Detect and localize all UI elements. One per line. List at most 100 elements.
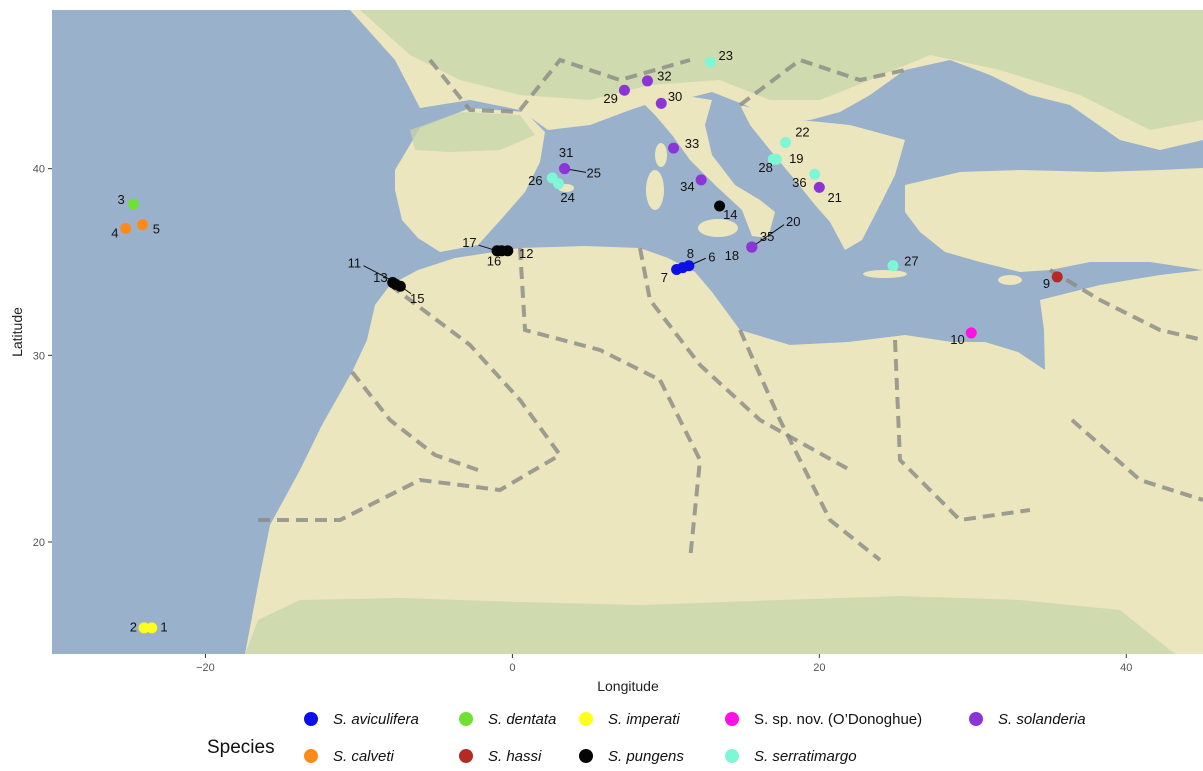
green-africa-south — [245, 596, 1175, 654]
site-point-15 — [394, 280, 406, 292]
site-point-10 — [965, 327, 977, 339]
x-tick-label: 40 — [1120, 662, 1132, 674]
site-label-20: 20 — [786, 214, 800, 229]
site-point-35 — [746, 241, 758, 253]
site-label-23: 23 — [718, 48, 732, 63]
site-point-33 — [668, 142, 680, 154]
site-point-21 — [813, 181, 825, 193]
border-line-12 — [1070, 418, 1203, 502]
site-label-18: 18 — [725, 248, 739, 263]
legend-key — [725, 712, 739, 726]
border-line-2 — [518, 247, 661, 382]
site-label-31: 31 — [559, 145, 573, 160]
site-point-4 — [120, 222, 132, 234]
legend-entry-label: S. imperati — [608, 711, 680, 728]
site-label-1: 1 — [160, 619, 167, 634]
leader-line-5 — [751, 224, 785, 248]
legend-entry-label: S. solanderia — [998, 711, 1086, 728]
site-point-36 — [809, 168, 821, 180]
legend-key — [459, 712, 473, 726]
site-label-19: 19 — [789, 151, 803, 166]
site-label-11: 11 — [348, 255, 362, 270]
island-cyprus — [998, 275, 1022, 285]
site-label-28: 28 — [758, 160, 772, 175]
x-tick-label: −20 — [196, 662, 215, 674]
site-label-35: 35 — [760, 229, 774, 244]
site-label-25: 25 — [587, 166, 601, 181]
site-label-34: 34 — [680, 179, 694, 194]
island-crete — [863, 270, 907, 278]
land-italy — [640, 95, 775, 238]
y-tick-label: 30 — [33, 350, 45, 362]
vegetation-shading — [245, 10, 1203, 654]
x-tick-label: 20 — [813, 662, 825, 674]
border-line-10 — [738, 57, 906, 107]
site-label-12: 12 — [519, 246, 533, 261]
country-borders — [258, 57, 1203, 562]
site-label-32: 32 — [657, 69, 671, 84]
legend-entry-label: S. calveti — [333, 748, 395, 765]
border-line-11 — [1048, 268, 1203, 342]
x-axis-title: Longitude — [597, 678, 659, 694]
site-point-28 — [767, 153, 779, 165]
site-point-5 — [137, 219, 149, 231]
legend-key — [304, 712, 318, 726]
legend-key — [459, 749, 473, 763]
site-point-8 — [677, 262, 689, 274]
legend-entry-label: S. serratimargo — [754, 748, 857, 765]
site-point-26 — [546, 172, 558, 184]
green-europe — [360, 10, 1203, 130]
site-point-29 — [618, 84, 630, 96]
x-tick-label: 0 — [509, 662, 515, 674]
border-line-9 — [518, 57, 691, 112]
site-point-3 — [127, 198, 139, 210]
legend-key — [579, 712, 593, 726]
site-point-23 — [704, 56, 716, 68]
legend-key — [579, 749, 593, 763]
site-point-34 — [695, 174, 707, 186]
y-tick-label: 20 — [33, 537, 45, 549]
border-line-7 — [658, 379, 703, 561]
site-point-31 — [559, 163, 571, 175]
green-iberia-north — [410, 112, 535, 152]
site-point-17 — [491, 245, 503, 257]
site-point-9 — [1051, 271, 1063, 283]
site-label-7: 7 — [661, 270, 668, 285]
border-line-4 — [738, 329, 882, 562]
site-label-8: 8 — [687, 246, 694, 261]
site-label-2: 2 — [130, 619, 137, 634]
land-africa — [245, 246, 1175, 654]
border-line-6 — [258, 453, 562, 522]
site-label-3: 3 — [117, 192, 124, 207]
site-label-24: 24 — [560, 190, 574, 205]
site-point-30 — [655, 97, 667, 109]
site-label-15: 15 — [410, 291, 424, 306]
sampling-points — [120, 56, 1063, 634]
y-tick-label: 40 — [33, 164, 45, 176]
border-line-5 — [893, 339, 1031, 523]
island-sardinia — [646, 170, 664, 210]
island-sicily — [698, 219, 738, 237]
legend-entry-label: S. aviculifera — [333, 711, 419, 728]
site-label-6: 6 — [708, 250, 715, 265]
landmasses — [245, 10, 1203, 654]
site-label-30: 30 — [668, 89, 682, 104]
legend-entry-label: S. pungens — [608, 748, 684, 765]
site-label-13: 13 — [373, 270, 387, 285]
site-label-16: 16 — [487, 253, 501, 268]
y-axis-title: Latitude — [9, 307, 25, 357]
site-point-22 — [780, 137, 792, 149]
site-label-22: 22 — [795, 125, 809, 140]
site-point-27 — [887, 260, 899, 272]
site-label-36: 36 — [792, 175, 806, 190]
site-label-26: 26 — [528, 173, 542, 188]
site-point-1 — [146, 622, 158, 634]
site-label-27: 27 — [904, 253, 918, 268]
border-line-8 — [428, 58, 521, 114]
land-anatolia — [905, 168, 1203, 272]
legend-entry-label: S. sp. nov. (O’Donoghue) — [754, 711, 922, 728]
legend-entry-label: S. dentata — [488, 711, 556, 728]
